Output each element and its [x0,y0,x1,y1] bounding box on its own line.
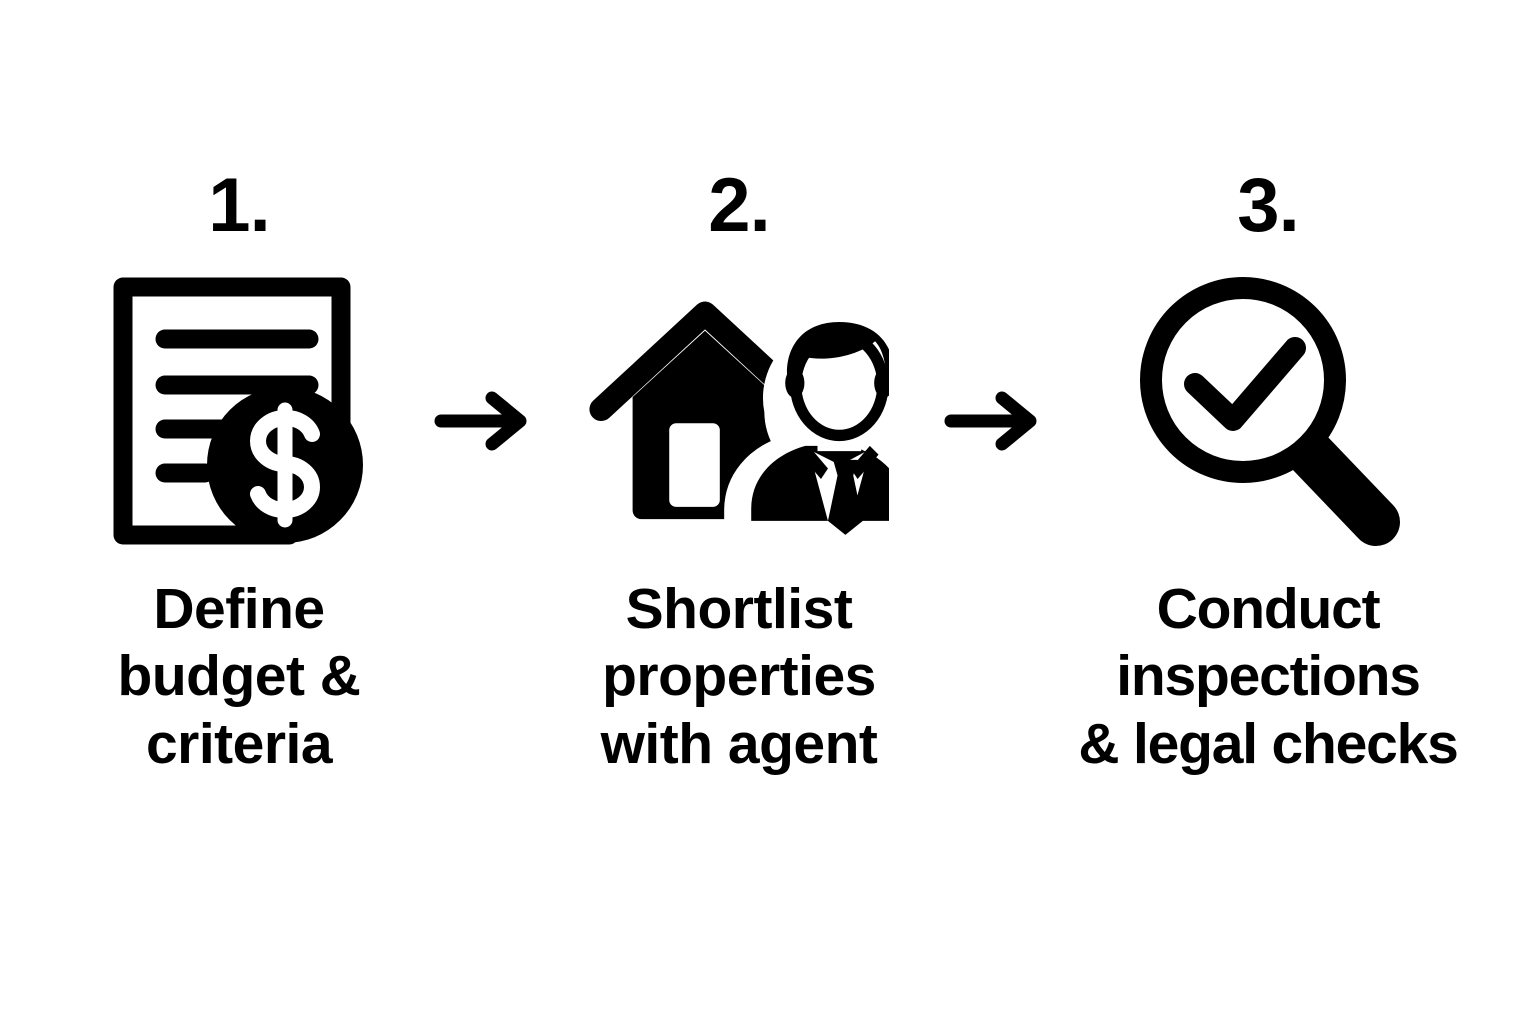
step-3: 3. Conduct inspections & legal checks [1053,168,1483,778]
arrow-right-icon-2 [935,390,1053,452]
house-window [669,423,720,507]
step-3-number: 3. [1237,163,1299,248]
step-1-number: 1. [208,163,270,248]
checkmark [1184,337,1306,431]
steps-row: 1. [0,168,1536,778]
house-with-agent-icon [589,268,889,554]
step-1: 1. [53,168,425,778]
magnifier-lens-ring [1140,277,1346,483]
step-1-label: Define budget & criteria [117,577,361,776]
step-3-label: Conduct inspections & legal checks [1078,577,1458,776]
step-2-label: Shortlist properties with agent [600,577,878,776]
magnifier-with-checkmark-icon [1118,268,1418,554]
agent-person [724,322,889,535]
step-2-number: 2. [708,163,770,248]
dollar-coin [207,387,363,543]
step-2: 2. [543,168,935,778]
document-with-dollar-coin-icon [89,268,389,554]
magnifier-handle [1285,428,1400,546]
arrow-right-icon-1 [425,390,543,452]
